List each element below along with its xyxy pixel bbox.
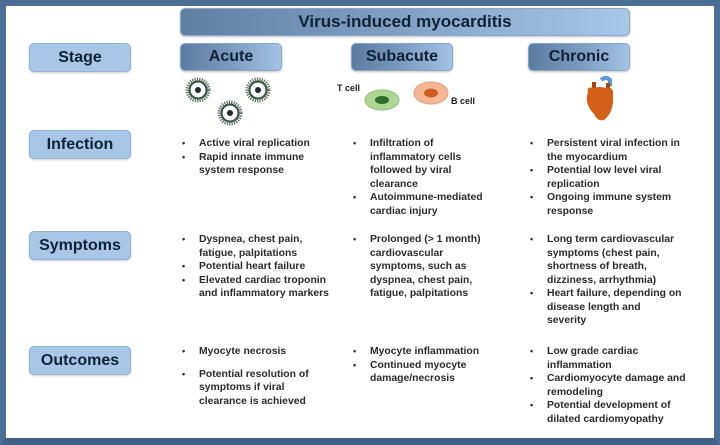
list-item: Active viral replication [180,137,330,151]
list-item: Infiltration of inflammatory cells follo… [351,137,480,191]
list-item: Dyspnea, chest pain, fatigue, palpitatio… [180,233,330,260]
b-cell-icon [413,81,449,105]
list-item: Potential development of dilated cardiom… [528,399,697,426]
t-cell-label: T cell [337,83,361,93]
list-item: Prolonged (> 1 month) cardiovascular sym… [351,233,488,301]
list-item: Myocyte inflammation [351,345,506,359]
stage-header-acute: Acute [180,43,282,71]
row-label-stage: Stage [29,43,131,72]
virus-particles-icon [185,77,271,126]
heart-icon [586,76,614,121]
chronic-outcomes-list: Low grade cardiac inflammation Cardiomyo… [528,345,698,426]
list-item: Potential resolution of symptoms if vira… [180,368,330,409]
list-item: Ongoing immune system response [528,191,697,218]
chronic-symptoms-list: Long term cardiovascular symptoms (chest… [528,233,698,328]
list-item: Potential heart failure [180,260,330,274]
diagram-title: Virus-induced myocarditis [180,8,630,36]
acute-outcomes-list: Myocyte necrosis Potential resolution of… [180,345,330,408]
stage-header-chronic: Chronic [528,43,630,71]
list-item: Low grade cardiac inflammation [528,345,672,372]
list-item: Rapid innate immune system response [180,151,330,178]
chronic-infection-list: Persistent viral infection in the myocar… [528,137,698,218]
acute-symptoms-list: Dyspnea, chest pain, fatigue, palpitatio… [180,233,330,301]
row-label-infection: Infection [29,130,131,159]
list-item: Cardiomyocyte damage and remodeling [528,372,692,399]
acute-infection-list: Active viral replication Rapid innate im… [180,137,330,178]
row-label-symptoms: Symptoms [29,231,131,260]
subacute-symptoms-list: Prolonged (> 1 month) cardiovascular sym… [351,233,501,301]
t-cell-icon [364,89,400,111]
row-label-outcomes: Outcomes [29,346,131,375]
list-item: Autoimmune-mediated cardiac injury [351,191,506,218]
list-item: Continued myocyte damage/necrosis [351,359,488,386]
list-item: Elevated cardiac troponin and inflammato… [180,274,330,301]
list-item: Myocyte necrosis [180,345,330,359]
stage-header-subacute: Subacute [351,43,453,71]
list-item: Persistent viral infection in the myocar… [528,137,692,164]
list-item: Heart failure, depending on disease leng… [528,287,682,328]
subacute-outcomes-list: Myocyte inflammation Continued myocyte d… [351,345,506,386]
list-item: Potential low level viral replication [528,164,692,191]
b-cell-label: B cell [451,96,476,106]
subacute-infection-list: Infiltration of inflammatory cells follo… [351,137,506,218]
list-item: Long term cardiovascular symptoms (chest… [528,233,687,287]
